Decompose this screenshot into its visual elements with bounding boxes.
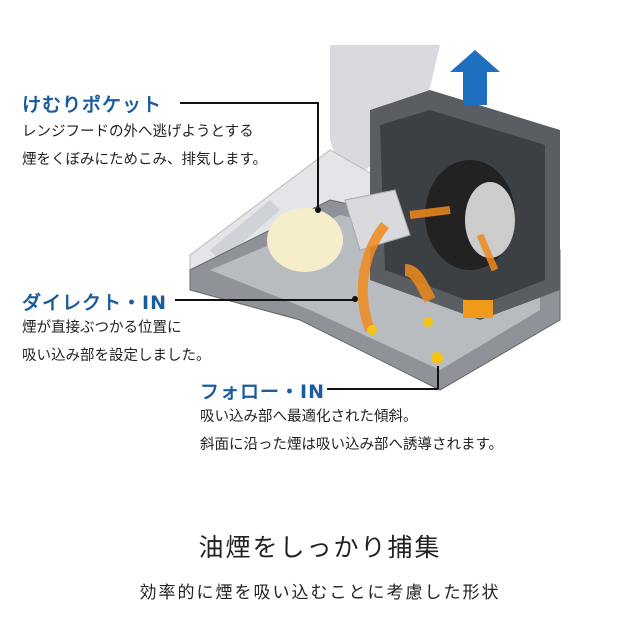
desc-line: 煙をくぼみにためこみ、排気します。 [22, 152, 268, 168]
leader-line [180, 102, 318, 104]
desc-line: 吸い込み部を設定しました。 [22, 348, 211, 364]
leader-line [317, 102, 319, 210]
leader-dot [352, 296, 358, 302]
suction-arrow-follow [404, 264, 436, 303]
callout-title-follow-in: フォロー・IN [200, 381, 325, 403]
smoke-point [431, 352, 443, 364]
leader-dot [315, 207, 321, 213]
desc-line: 吸い込み部へ最適化された傾斜。 [200, 409, 418, 425]
desc-line: 煙が直接ぶつかる位置に [22, 320, 182, 336]
leader-line [327, 388, 438, 390]
desc-line: レンジフードの外へ逃げようとする [22, 124, 254, 140]
footer-title: 油煙をしっかり捕集 [198, 533, 442, 562]
callout-desc-smoke-pocket: レンジフードの外へ逃げようとする 煙をくぼみにためこみ、排気します。 [22, 118, 267, 174]
control-panel [210, 200, 280, 262]
desc-line: 斜面に沿った煙は吸い込み部へ誘導されます。 [200, 437, 504, 453]
leader-line [175, 299, 355, 301]
suction-arrow-direct [357, 221, 389, 332]
callout-title-direct-in: ダイレクト・IN [22, 292, 167, 314]
exhaust-arrow-icon [450, 50, 500, 105]
callout-title-smoke-pocket: けむりポケット [22, 94, 163, 116]
callout-desc-direct-in: 煙が直接ぶつかる位置に 吸い込み部を設定しました。 [22, 314, 211, 370]
callout-desc-follow-in: 吸い込み部へ最適化された傾斜。 斜面に沿った煙は吸い込み部へ誘導されます。 [200, 403, 503, 459]
smoke-pocket [267, 208, 343, 272]
footer-subtitle: 効率的に煙を吸い込むことに考慮した形状 [139, 583, 501, 603]
leader-line [437, 366, 439, 389]
